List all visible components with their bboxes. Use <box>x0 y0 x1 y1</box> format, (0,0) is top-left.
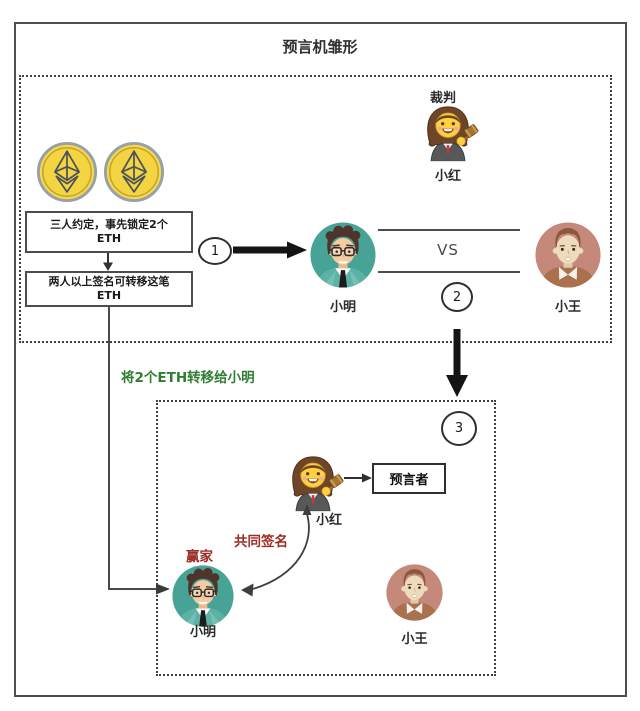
rule1-line1: 三人约定，事先锁定2个 <box>50 217 168 231</box>
down-arrow-icon <box>446 329 468 397</box>
xiaohong-label: 小红 <box>434 169 461 184</box>
step-2-badge: 2 <box>441 282 473 312</box>
rule-box-lock-eth: 三人约定，事先锁定2个 ETH <box>25 211 193 253</box>
setup-section-box <box>19 75 612 343</box>
xiaoming-label: 小明 <box>329 300 356 315</box>
cosign-note: 共同签名 <box>234 534 288 550</box>
transfer-note: 将2个ETH转移给小明 <box>121 370 255 386</box>
transfer-path-vertical-line <box>108 307 110 589</box>
eth-coin-icon <box>36 141 98 203</box>
step-1-badge: 1 <box>198 237 232 265</box>
transfer-path-horizontal-line <box>108 588 158 590</box>
curved-double-arrow-icon <box>241 504 312 597</box>
outer-frame <box>14 22 627 697</box>
step-3-badge: 3 <box>441 411 477 446</box>
rule2-line1: 两人以上签名可转移这笔 <box>48 274 170 288</box>
vs-label: VS <box>437 241 459 259</box>
right-arrow-icon <box>344 473 372 483</box>
xiaowang-label: 小王 <box>554 300 581 315</box>
man-glasses-teal-avatar-icon <box>310 222 376 288</box>
xiaoming-avatar <box>310 222 376 288</box>
eth-coin-icon <box>103 141 165 203</box>
oracle-box: 预言者 <box>372 463 446 494</box>
diagram-title: 预言机雏形 <box>282 38 358 56</box>
judge-role-label: 裁判 <box>429 91 456 106</box>
man-brown-rose-avatar-icon <box>386 564 443 621</box>
rule1-line2: ETH <box>96 232 122 245</box>
right-arrow-icon <box>233 241 307 259</box>
right-arrowhead-icon <box>156 583 170 595</box>
vs-bottom-line <box>378 271 520 273</box>
down-arrow-icon <box>103 253 113 271</box>
xiaohong-label-bottom: 小红 <box>316 513 343 528</box>
rule-box-multisig: 两人以上签名可转移这笔 ETH <box>25 271 193 307</box>
xiaowang-avatar <box>535 222 601 288</box>
man-glasses-teal-avatar-icon <box>172 565 234 627</box>
xiaowang-avatar-bottom <box>386 564 443 621</box>
winner-note: 赢家 <box>186 549 213 565</box>
woman-judge-gavel-icon <box>417 102 479 162</box>
xiaoming-label-bottom: 小明 <box>189 625 216 640</box>
settlement-section-box <box>156 400 496 676</box>
man-brown-rose-avatar-icon <box>535 222 601 288</box>
rule2-line2: ETH <box>96 289 122 302</box>
xiaoming-avatar-bottom <box>172 565 234 627</box>
xiaowang-label-bottom: 小王 <box>401 632 428 647</box>
vs-top-line <box>378 229 520 231</box>
